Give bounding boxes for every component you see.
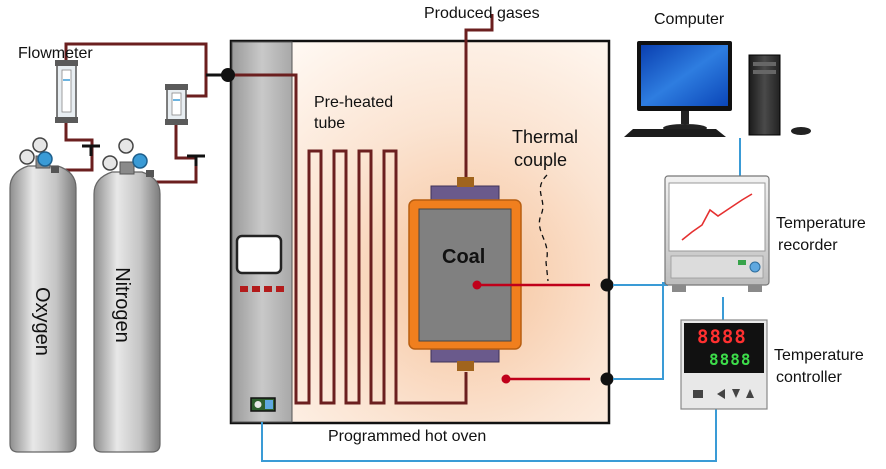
coal-sample bbox=[418, 208, 512, 342]
nitrogen-cylinder bbox=[93, 138, 161, 453]
temperature-recorder-label-1: Temperature bbox=[776, 215, 866, 232]
temperature-recorder bbox=[664, 175, 770, 292]
preheated-tube bbox=[206, 73, 468, 405]
controller-buttons[interactable] bbox=[693, 389, 754, 399]
needle-valves[interactable] bbox=[82, 144, 205, 166]
oven-indicator-lights bbox=[240, 286, 284, 292]
flowmeter-nitrogen[interactable] bbox=[165, 84, 188, 125]
programmed-hot-oven-label: Programmed hot oven bbox=[328, 428, 487, 445]
preheated-tube-label-2: tube bbox=[314, 115, 346, 132]
flowmeter-oxygen[interactable] bbox=[55, 60, 78, 123]
programmed-hot-oven bbox=[229, 39, 611, 425]
computer-label: Computer bbox=[654, 11, 725, 28]
produced-gases-label: Produced gases bbox=[424, 5, 540, 22]
coal-label: Coal bbox=[442, 246, 486, 268]
controller-display-top: 8888 bbox=[697, 326, 747, 348]
oven-power-switch[interactable] bbox=[250, 397, 276, 412]
flowmeter-label: Flowmeter bbox=[18, 45, 93, 62]
thermal-couple-label-2: couple bbox=[514, 150, 568, 170]
oxygen-cylinder bbox=[9, 137, 77, 453]
controller-display-bottom: 8888 bbox=[709, 350, 752, 369]
oxygen-cylinder-label: Oxygen bbox=[31, 287, 53, 356]
temperature-controller bbox=[680, 319, 768, 410]
produced-gases-outlet bbox=[464, 14, 494, 186]
thermal-couple-label-1: Thermal bbox=[512, 127, 579, 147]
thermocouple-wires bbox=[472, 278, 614, 386]
computer bbox=[624, 41, 811, 137]
oven-window bbox=[235, 234, 283, 275]
preheated-tube-label-1: Pre-heated bbox=[314, 94, 394, 111]
temperature-controller-label-2: controller bbox=[776, 369, 842, 386]
temperature-recorder-label-2: recorder bbox=[778, 237, 838, 254]
coal-reactor bbox=[408, 177, 522, 371]
nitrogen-cylinder-label: Nitrogen bbox=[111, 267, 133, 343]
temperature-controller-label-1: Temperature bbox=[774, 347, 864, 364]
